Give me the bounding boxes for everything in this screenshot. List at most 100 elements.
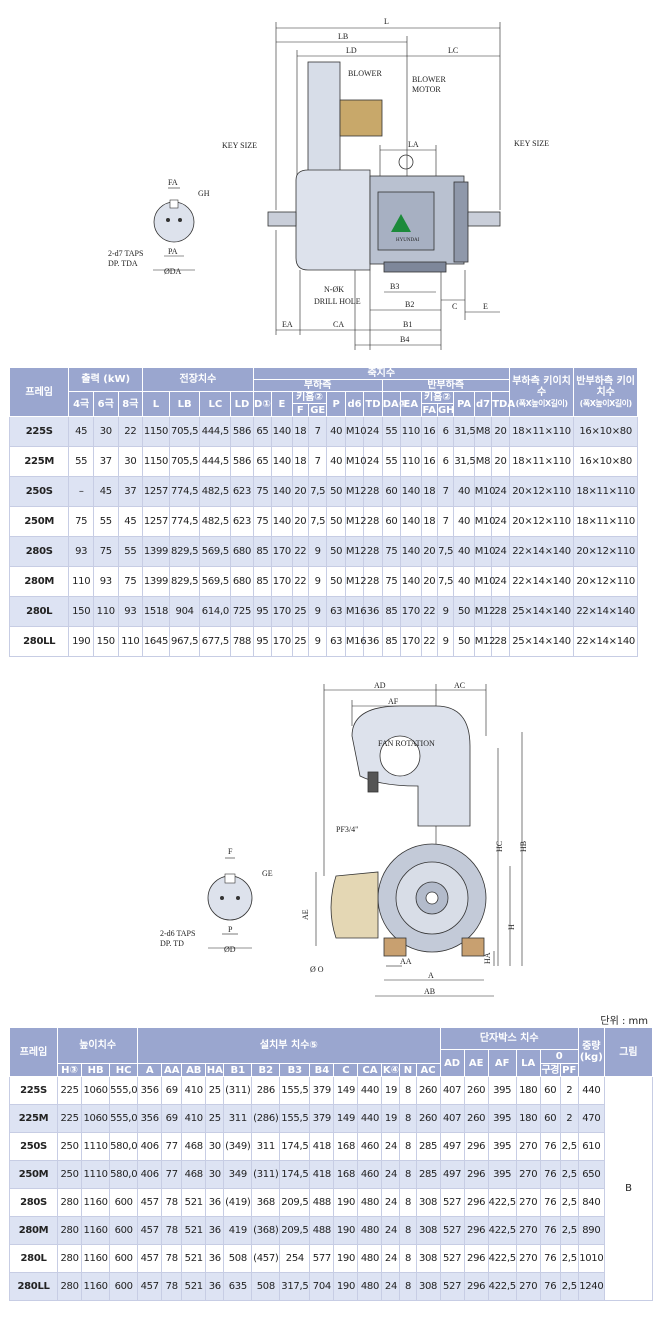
table-cell: 8 [399,1160,417,1189]
table-cell: 586 [230,446,254,477]
table-cell: 22 [420,596,438,627]
th2-HB: HB [81,1063,111,1077]
table-cell: 527 [439,1272,465,1301]
table-cell: 285 [415,1132,441,1161]
table-cell: 24 [381,1216,401,1245]
table-cell: 890 [577,1216,605,1245]
dim-HB: HB [519,841,528,852]
table-cell: 20 [491,446,510,477]
dim-B4: B4 [400,335,409,344]
table-cell: 60 [539,1076,561,1105]
table-cell: 270 [515,1244,541,1273]
table-cell: 1150 [142,416,170,447]
table-cell: 20 [291,476,310,507]
table-cell: M12 [344,566,367,597]
table-cell: 40 [326,416,346,447]
th-d6: d6 [344,391,365,417]
table-cell: 586 [230,416,254,447]
th-GH: GH [436,403,455,417]
foot-right [461,937,485,957]
table-cell: 705,5 [168,416,201,447]
table-cell: 37 [92,446,119,477]
dim-LB: LB [338,32,348,41]
th2-AA: AA [161,1063,183,1077]
table-cell: 45 [68,416,94,447]
table-cell: 482,5 [199,506,232,537]
label-pf: PF3/4" [336,825,358,834]
table-cell: 311 [251,1132,281,1161]
table-cell: 30 [117,446,144,477]
dim-HA: HA [483,952,492,964]
table-cell: 36 [205,1244,225,1273]
table-cell: 7,5 [307,476,328,507]
table-cell: 623 [230,506,254,537]
label-f: F [228,847,233,856]
frame-cell: 250S [8,476,70,507]
table-cell: 260 [463,1076,489,1105]
table-cell: 25 [291,596,310,627]
table-cell: 37 [117,476,144,507]
table-cell: 75 [381,566,402,597]
table-cell: 40 [453,476,475,507]
table-cell: 904 [168,596,201,627]
table-cell: 28 [363,506,383,537]
table-cell: 9 [436,626,455,657]
label-gh: GH [198,189,210,198]
table-cell: 77 [161,1160,183,1189]
table-cell: 623 [230,476,254,507]
table-cell: M16 [344,626,367,657]
dim-B2: B2 [405,300,414,309]
table-cell: 1060 [81,1076,111,1105]
table-cell: 36 [205,1188,225,1217]
table-cell: 296 [463,1188,489,1217]
table-cell: 25 [291,626,310,657]
th2-frame: 프레임 [8,1027,59,1077]
th2-AB: AB [181,1063,207,1077]
table-cell: 270 [515,1160,541,1189]
shaft-center [425,891,439,905]
table-cell: 18×11×110 [508,446,575,477]
dim-AC: AC [454,681,465,690]
table-cell: 24 [381,1160,401,1189]
table-cell: 488 [309,1216,335,1245]
table-cell: 418 [309,1160,335,1189]
table-cell: 440 [357,1076,383,1105]
table-cell: 16 [420,416,438,447]
table-cell: 1160 [81,1244,111,1273]
table-cell: 311 [223,1104,253,1133]
table-cell: 1150 [142,446,170,477]
table-cell: 580,0 [109,1160,139,1189]
table-cell: 24 [363,416,383,447]
table-cell: 28 [491,596,510,627]
table-cell: 521 [181,1216,207,1245]
table-cell: 1518 [142,596,170,627]
dim-AA: AA [400,957,412,966]
shaft-end-detail [153,187,195,271]
table-cell: 395 [487,1104,517,1133]
table-cell: 497 [439,1160,465,1189]
table-cell: 140 [271,446,293,477]
table-cell: 705,5 [168,446,201,477]
table-cell: 45 [92,476,119,507]
table-cell: 63 [326,596,346,627]
table-cell: 280 [57,1188,83,1217]
table-cell: 356 [137,1076,163,1105]
table-cell: 308 [415,1216,441,1245]
table-cell: 65 [252,416,273,447]
table-cell: 95 [252,626,273,657]
table-cell: 209,5 [279,1216,311,1245]
table-cell: 600 [109,1272,139,1301]
table-cell: 170 [400,626,422,657]
table-cell: 20 [420,566,438,597]
frame-cell: 280L [8,596,70,627]
label-brand: HYUNDAI [396,238,420,243]
table-cell: 50 [453,626,475,657]
table-cell: 286 [251,1076,281,1105]
table-cell: 600 [109,1244,139,1273]
th2-weight: 중량 (kg) [577,1027,605,1077]
table-cell: 480 [357,1272,383,1301]
table-cell: 16×10×80 [573,416,638,447]
table-cell: 1110 [81,1132,111,1161]
